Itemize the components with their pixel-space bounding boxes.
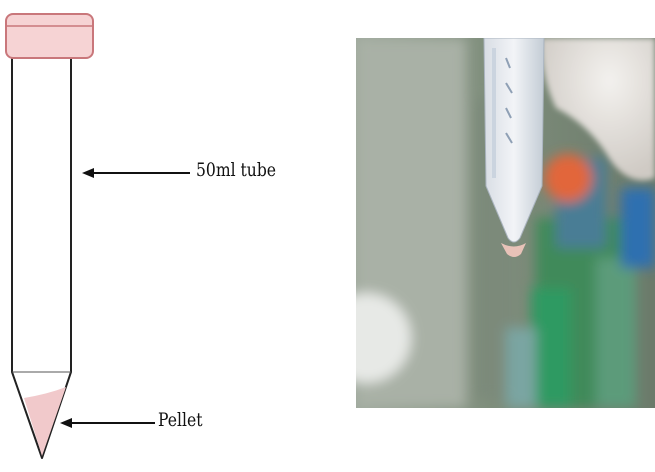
label-pellet: Pellet (158, 409, 202, 431)
label-50ml-tube: 50ml tube (196, 159, 276, 181)
tube-arrow (82, 168, 190, 178)
tube-cap (6, 14, 93, 58)
pellet-arrow (60, 418, 155, 428)
tube-photo (356, 38, 655, 408)
